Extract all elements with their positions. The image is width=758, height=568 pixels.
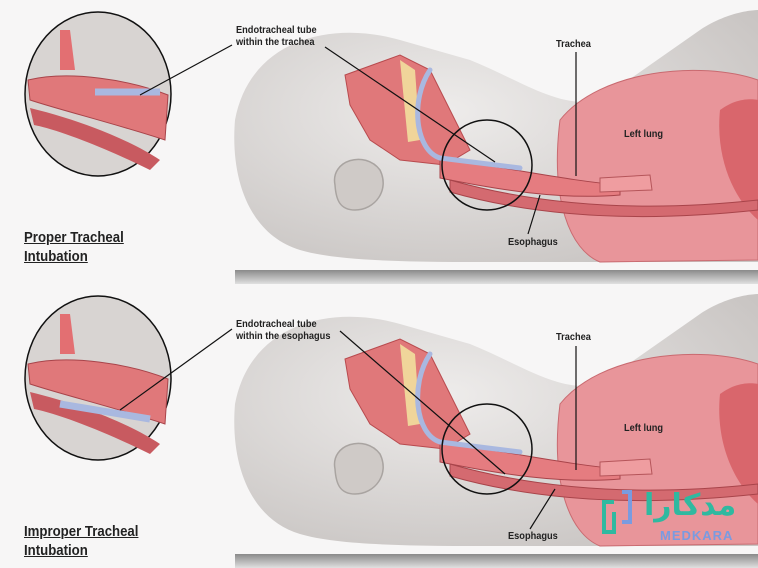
inset-tube-in-esophagus — [59, 400, 151, 423]
improper-intubation-illustration — [0, 284, 758, 568]
proper-intubation-illustration — [0, 0, 758, 284]
title-line2: Intubation — [24, 542, 88, 559]
left-lung-label: Left lung — [624, 422, 664, 434]
tube-label: Endotracheal tube within the trachea — [236, 24, 317, 48]
tube-label-line2: within the trachea — [236, 36, 315, 48]
proper-intubation-panel: Endotracheal tube within the trachea Tra… — [0, 0, 758, 284]
medkara-logo: مدکارا MEDKARA — [600, 488, 736, 548]
tube-label-line1: Endotracheal tube — [236, 24, 317, 36]
tube-label: Endotracheal tube within the esophagus — [236, 318, 330, 342]
logo-latin-text: MEDKARA — [660, 528, 734, 543]
esophagus-leader — [529, 488, 556, 530]
logo-arabic-text: مدکارا — [644, 488, 737, 523]
tube-label-leader — [339, 330, 506, 475]
panel-title: Proper Tracheal Intubation — [24, 228, 124, 266]
left-lung-label: Left lung — [624, 128, 664, 140]
tube-label-line1: Endotracheal tube — [236, 318, 317, 330]
title-line1: Improper Tracheal — [24, 523, 139, 540]
title-line2: Intubation — [24, 248, 88, 265]
tube-label-leader — [119, 328, 233, 411]
trachea-label: Trachea — [556, 38, 591, 50]
title-line1: Proper Tracheal — [24, 229, 124, 246]
esophagus-label: Esophagus — [508, 236, 558, 248]
improper-intubation-panel: Endotracheal tube within the esophagus T… — [0, 284, 758, 568]
panel-title: Improper Tracheal Intubation — [24, 522, 138, 560]
trachea-label: Trachea — [556, 331, 591, 343]
esophagus-label: Esophagus — [508, 530, 558, 542]
logo-mark-icon — [602, 490, 632, 534]
tube-label-leader — [324, 46, 496, 163]
tube-label-leader — [139, 44, 233, 96]
esophagus-leader — [527, 194, 541, 235]
tube-label-line2: within the esophagus — [236, 330, 331, 342]
